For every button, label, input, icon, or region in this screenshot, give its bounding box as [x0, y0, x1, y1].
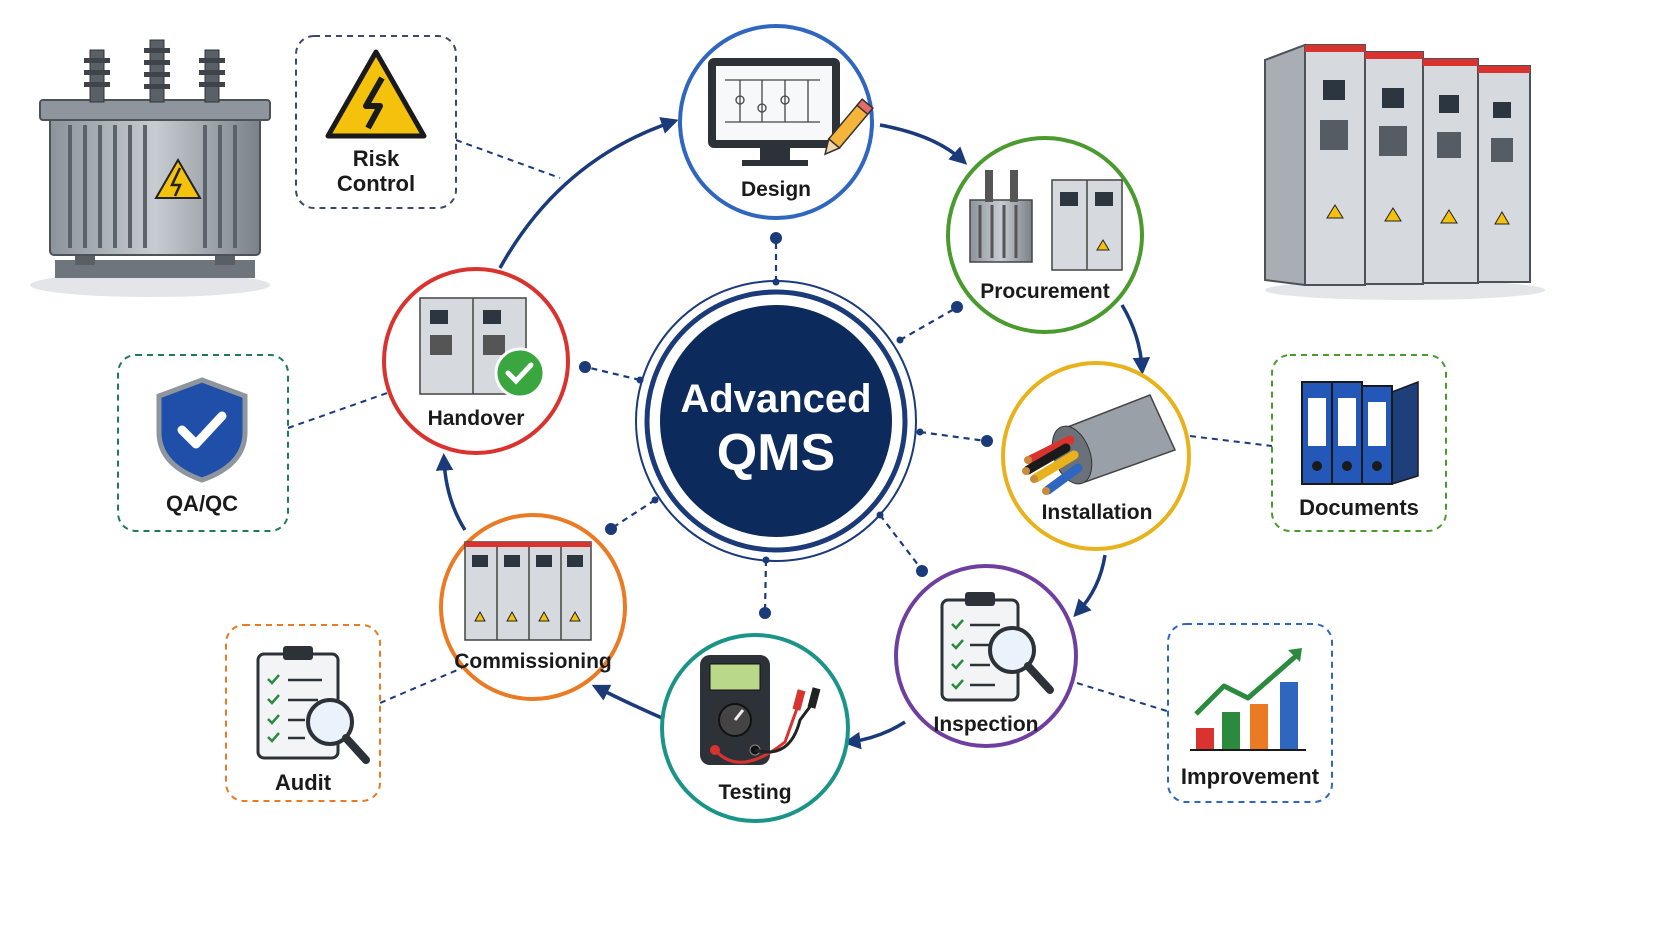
panel-check-icon [419, 297, 546, 399]
side-box-documents[interactable]: Documents [1271, 354, 1447, 532]
arrow-inspection-to-testing [843, 720, 906, 750]
arrow-procurement-to-installation [1120, 304, 1151, 375]
side-label-risk-control-2: Control [337, 171, 415, 196]
arrow-commissioning-to-handover [435, 453, 467, 531]
side-box-improvement[interactable]: Improvement [1167, 623, 1333, 803]
side-label-risk-control-1: Risk [353, 146, 400, 171]
center-hub: Advanced QMS [635, 280, 917, 562]
side-label-documents: Documents [1299, 495, 1419, 520]
cable-icon [1022, 394, 1177, 495]
equipment-icon [969, 170, 1123, 271]
warning-triangle-icon [325, 49, 427, 139]
process-label-procurement: Procurement [980, 280, 1110, 303]
process-node-commissioning[interactable]: Commissioning [439, 513, 627, 701]
process-node-inspection[interactable]: Inspection [894, 564, 1078, 748]
side-box-audit[interactable]: Audit [225, 624, 381, 802]
growth-chart-icon [1190, 648, 1306, 751]
clipboard-magnifier-icon [940, 592, 1054, 702]
process-label-installation: Installation [1042, 501, 1153, 524]
binders-icon [1301, 380, 1419, 486]
center-connectors [585, 240, 987, 613]
center-title-line1: Advanced [680, 377, 871, 421]
arrow-design-to-procurement [879, 123, 968, 165]
side-label-audit: Audit [275, 770, 332, 795]
process-node-testing[interactable]: Testing [660, 633, 850, 823]
shield-check-icon [156, 377, 248, 483]
transformer-icon [30, 39, 271, 297]
process-node-handover[interactable]: Handover [382, 267, 570, 455]
side-box-risk-control[interactable]: Risk Control [295, 35, 457, 209]
switchgear-panel-icon [464, 541, 592, 641]
process-label-design: Design [741, 178, 811, 201]
process-flow-arrows [435, 117, 1151, 750]
process-label-testing: Testing [718, 781, 791, 804]
side-links [287, 139, 1273, 713]
process-node-procurement[interactable]: Procurement [946, 136, 1144, 334]
process-node-installation[interactable]: Installation [1001, 361, 1191, 551]
process-label-handover: Handover [428, 407, 525, 430]
process-label-commissioning: Commissioning [454, 650, 612, 673]
center-title-line2: QMS [717, 424, 835, 482]
side-box-qa-qc[interactable]: QA/QC [117, 354, 289, 532]
arrow-testing-to-commissioning [591, 684, 663, 720]
switchgear-lineup-icon [1264, 43, 1545, 300]
monitor-drawing-icon [708, 58, 874, 166]
arrow-installation-to-inspection [1073, 554, 1107, 618]
clipboard-magnifier-icon [256, 646, 370, 764]
process-node-design[interactable]: Design [678, 24, 874, 220]
side-label-qa-qc: QA/QC [166, 491, 238, 516]
side-label-improvement: Improvement [1181, 764, 1320, 789]
arrow-handover-to-design [498, 117, 679, 269]
multimeter-icon [700, 655, 821, 765]
connector-dots [579, 232, 993, 619]
process-label-inspection: Inspection [933, 713, 1038, 736]
